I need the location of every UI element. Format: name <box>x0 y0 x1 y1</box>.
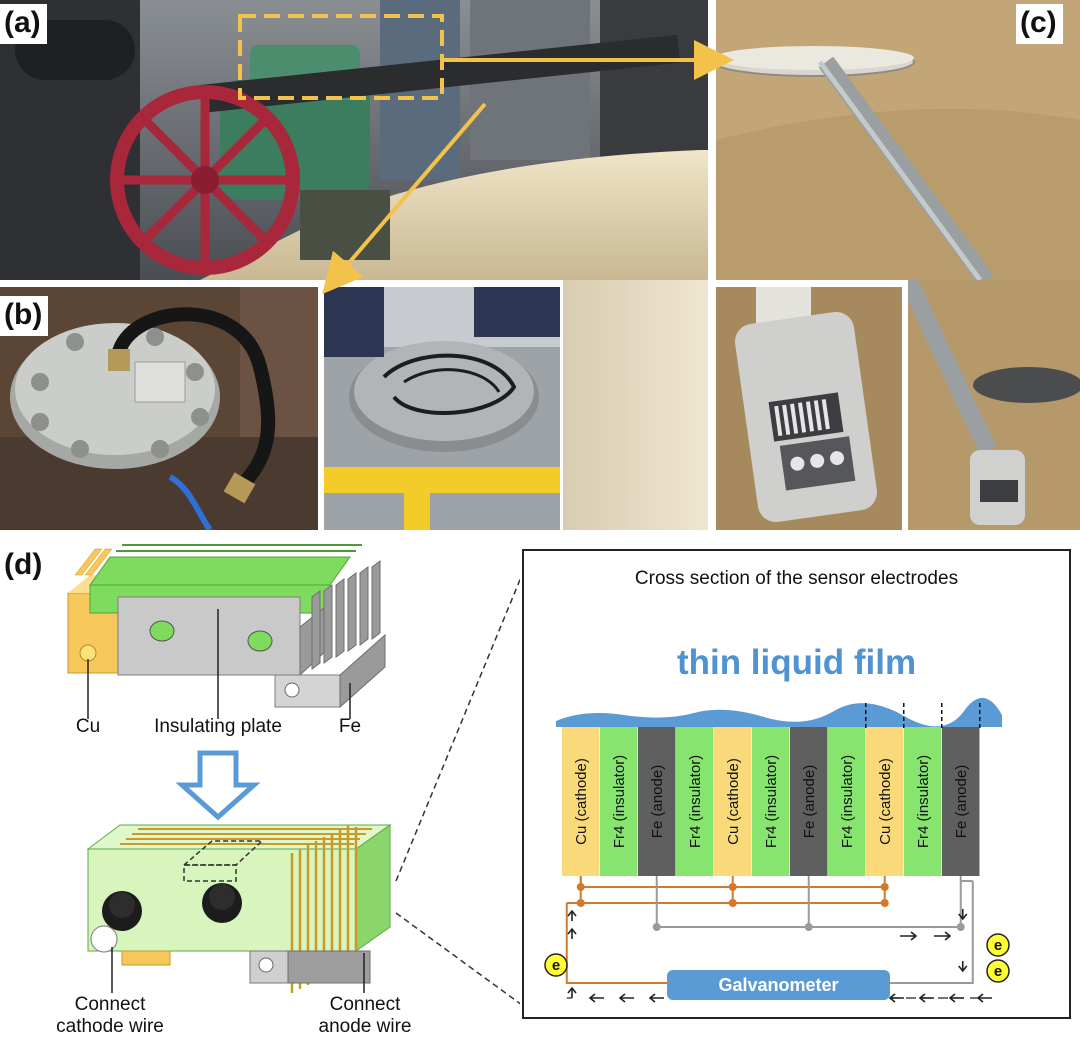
electrode-3 <box>638 727 676 876</box>
highlight-box <box>238 14 444 100</box>
thin-liquid-film-label: thin liquid film <box>676 643 917 682</box>
electrode-label-11: Fe (anode) <box>953 765 970 838</box>
flow-arrow-up-2 <box>567 927 577 939</box>
photo-c-sensor-closeup <box>716 287 902 530</box>
photo-a-scene <box>0 0 708 280</box>
cathode-return <box>565 903 667 984</box>
cross-section-diagram: Cu (cathode) Fr4 (insulator) Fe (anode) Fr4… <box>544 697 1010 1003</box>
electrode-label-9: Cu (cathode) <box>877 758 894 845</box>
process-arrow <box>175 750 261 821</box>
electrode-label-7: Fe (anode) <box>801 765 818 838</box>
label-connect-cathode-wire: Connect cathode wire <box>56 994 164 1037</box>
electrode-label-4: Fr4 (insulator) <box>687 755 704 848</box>
panel-label-a: (a) <box>0 4 47 44</box>
electrode-label-3: Fe (anode) <box>649 765 666 838</box>
electron-badge-left-text: e <box>552 957 560 974</box>
photo-c-probe-installed <box>716 0 1080 280</box>
sensor-exploded-view <box>67 544 386 719</box>
sensor-illustrations <box>67 544 520 1005</box>
electrode-2 <box>600 727 638 876</box>
photo-pipe-surface <box>563 280 708 530</box>
electrode-label-10: Fr4 (insulator) <box>915 755 932 848</box>
electrode-label-6: Fr4 (insulator) <box>763 755 780 848</box>
flow-arrow-up-1 <box>567 986 577 998</box>
flow-arrow-left-5 <box>648 993 664 1003</box>
electron-badge-left <box>544 953 568 977</box>
photo-b-installation <box>324 287 560 530</box>
photo-a-valve-pipeline <box>0 0 708 280</box>
electrode-label-1: Cu (cathode) <box>573 758 590 845</box>
panel-label-b: (b) <box>0 296 49 336</box>
pipe-surface-scene <box>563 280 708 530</box>
electrode-label-8: Fr4 (insulator) <box>839 755 856 848</box>
connector-arrows <box>322 40 734 295</box>
flow-arrow-left-1 <box>976 993 992 1003</box>
cross-section-title: Cross section of the sensor electrodes <box>634 568 959 589</box>
photo-b-right-scene <box>324 287 560 530</box>
panel-label-d: (d) <box>0 546 49 586</box>
liquid-film <box>556 697 1002 727</box>
electrode-5 <box>714 727 752 876</box>
flow-arrow-down-1 <box>958 909 968 921</box>
label-connect-anode-wire: Connect anode wire <box>318 994 412 1037</box>
electrode-4 <box>676 727 714 876</box>
sensor-closeup-scene <box>716 287 902 530</box>
electrode-label-2: Fr4 (insulator) <box>611 755 628 848</box>
electrode-7 <box>790 727 828 876</box>
electrode-1 <box>562 727 600 876</box>
electrode-10 <box>904 727 942 876</box>
galvanometer-box: Galvanometer <box>667 970 890 1000</box>
electrode-9 <box>866 727 904 876</box>
flow-arrow-right-1 <box>900 931 918 941</box>
cathode-upper-node-3 <box>880 883 889 891</box>
anode-return <box>890 881 974 984</box>
flow-arrow-left-7 <box>588 993 604 1003</box>
photo-b-left-scene <box>0 287 318 530</box>
electron-badge-right-2-text: e <box>994 963 1002 980</box>
electron-badge-right-1 <box>986 933 1010 957</box>
cross-section-box: Cross section of the sensor electrodes t… <box>522 549 1071 1019</box>
photo-c-probe-base <box>908 280 1080 530</box>
electron-badge-right-2 <box>986 959 1010 983</box>
flow-arrow-right-2 <box>934 931 952 941</box>
flow-arrow-up-3 <box>567 909 577 921</box>
sensor-assembled-view <box>86 824 392 993</box>
photo-c-scene <box>716 0 1080 280</box>
electrode-11 <box>942 727 980 876</box>
electrode-6 <box>752 727 790 876</box>
photo-b-flange-cap <box>0 287 318 530</box>
flow-arrow-left-6 <box>618 993 634 1003</box>
label-insulating-plate: Insulating plate <box>154 716 282 737</box>
label-cu: Cu <box>75 716 101 737</box>
probe-base-scene <box>908 280 1080 530</box>
panel-label-c: (c) <box>1016 4 1063 44</box>
electron-badge-right-1-text: e <box>994 937 1002 954</box>
electrode-label-5: Cu (cathode) <box>725 758 742 845</box>
zoom-line-top <box>395 577 520 882</box>
flow-arrow-down-2 <box>958 961 968 973</box>
electrode-8 <box>828 727 866 876</box>
label-fe: Fe <box>338 716 362 737</box>
zoom-line-bottom <box>395 912 520 1005</box>
arrow-to-panel-b <box>322 102 487 295</box>
cathode-upper-node-2 <box>728 883 737 891</box>
